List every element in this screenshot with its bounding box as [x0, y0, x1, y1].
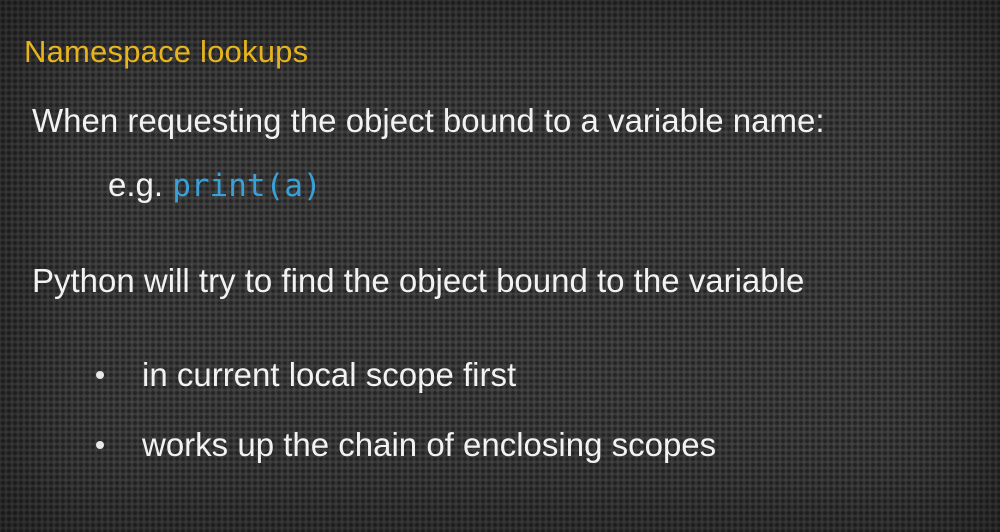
request-line: When requesting the object bound to a va…: [32, 102, 825, 139]
bullet-text: in current local scope first: [142, 356, 517, 393]
python-lookup-line: Python will try to find the object bound…: [32, 262, 805, 299]
bullet-dot-icon: [96, 371, 104, 379]
slide-title: Namespace lookups: [24, 34, 309, 69]
list-item: in current local scope first: [92, 355, 716, 395]
bullet-text: works up the chain of enclosing scopes: [142, 426, 717, 463]
bullet-dot-icon: [96, 441, 104, 449]
example-code: print(a): [172, 168, 322, 204]
bullet-list: in current local scope first works up th…: [92, 355, 716, 495]
example-prefix: e.g.: [108, 166, 164, 203]
list-item: works up the chain of enclosing scopes: [92, 425, 716, 465]
example-line: e.g. print(a): [108, 166, 322, 204]
